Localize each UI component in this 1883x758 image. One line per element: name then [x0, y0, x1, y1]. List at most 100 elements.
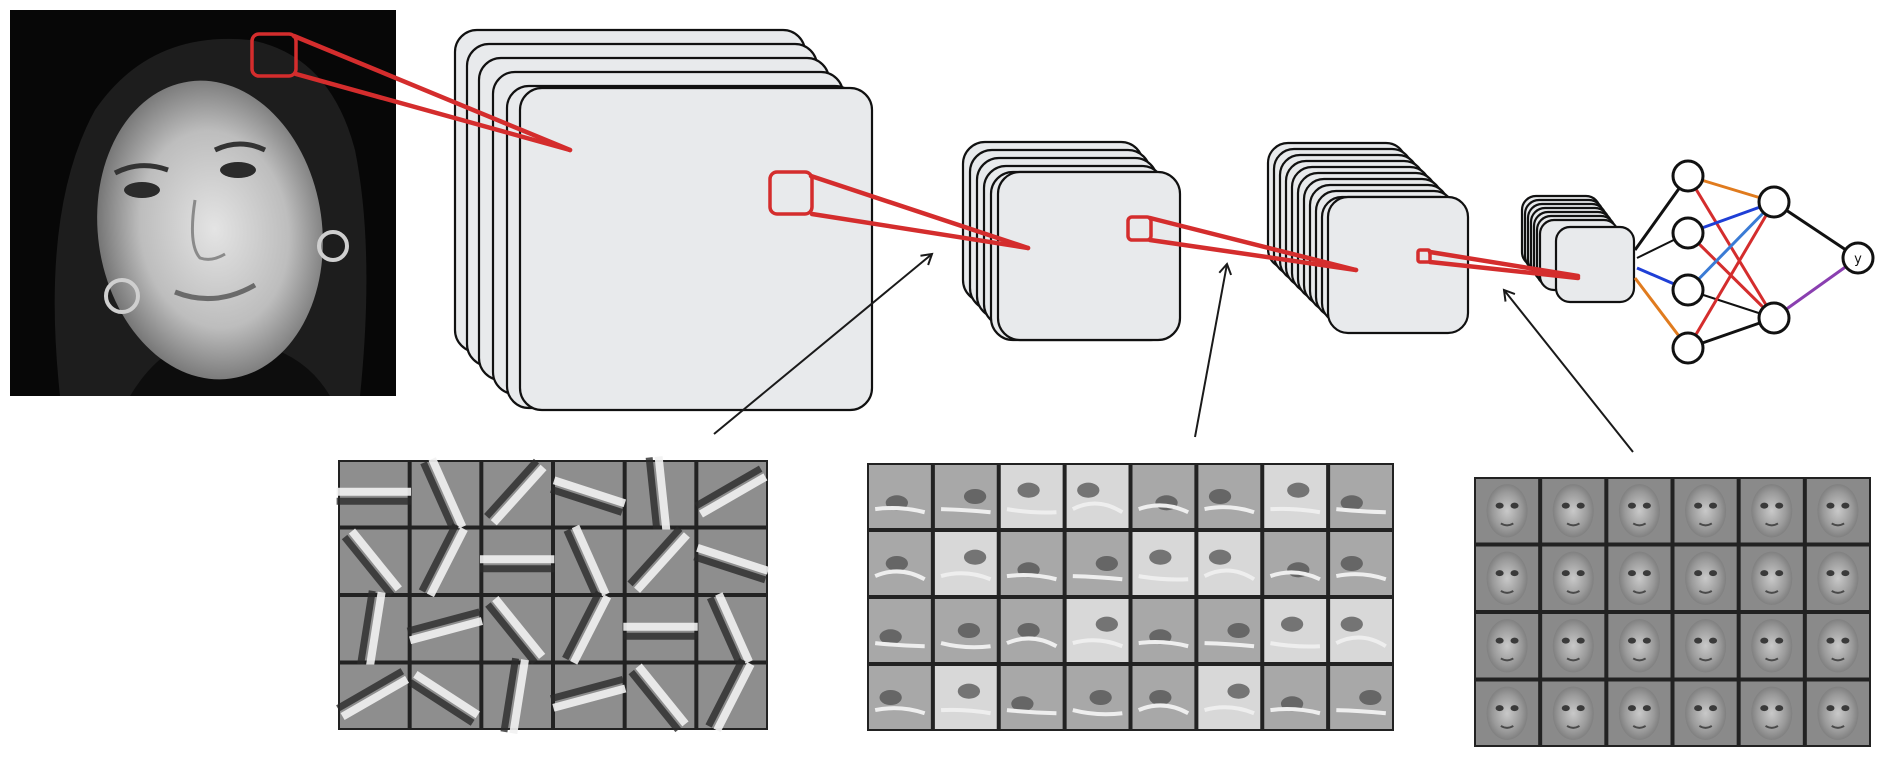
feature-cell	[1806, 479, 1869, 543]
feature-cell	[693, 529, 770, 593]
feature-cell	[483, 596, 551, 665]
feature-cell	[1066, 666, 1129, 729]
projection-line	[808, 173, 1031, 251]
feature-map-stack-1	[453, 28, 874, 412]
feature-cell	[1608, 614, 1671, 678]
feature-cell	[408, 664, 480, 728]
feature-cell	[1132, 532, 1195, 595]
receptive-field-box-2	[1126, 215, 1153, 242]
projection-line	[1427, 259, 1581, 281]
feature-cell	[1000, 599, 1063, 662]
feature-cell	[1608, 546, 1671, 610]
feature-cell	[1674, 546, 1737, 610]
feature-cell	[483, 458, 551, 526]
feature-cell	[698, 658, 766, 733]
feature-cell	[1542, 681, 1605, 745]
projection-line	[291, 33, 573, 153]
arrow-to-layer-2	[1194, 262, 1233, 438]
output-neuron	[1841, 241, 1875, 275]
feature-cell	[336, 462, 412, 526]
feature-cell	[934, 532, 997, 595]
hidden-neuron	[1757, 185, 1791, 219]
feature-cell	[698, 592, 766, 668]
feature-cell	[1066, 465, 1129, 528]
feature-cell	[340, 528, 408, 598]
feature-cell	[869, 532, 931, 595]
feature-cell	[623, 597, 698, 661]
feature-cell	[1000, 465, 1063, 528]
feature-cell	[340, 590, 408, 667]
feature-cell	[1264, 599, 1327, 662]
feature-cell	[411, 523, 480, 598]
feature-cell	[1198, 532, 1261, 595]
arrow-to-layer-1	[713, 252, 934, 435]
output-label: y	[1854, 252, 1862, 267]
feature-cell	[1000, 532, 1063, 595]
feature-cell	[1740, 546, 1803, 610]
feature-cell	[1476, 479, 1539, 543]
feature-cell	[483, 657, 551, 734]
receptive-field-box-1	[768, 170, 814, 216]
feature-map-stack-2	[961, 140, 1182, 342]
hidden-neuron	[1757, 301, 1791, 335]
high-level-features-panel	[1474, 477, 1871, 747]
feature-cell	[1542, 546, 1605, 610]
projection-line	[1147, 237, 1359, 273]
receptive-field-box-3	[1416, 248, 1432, 264]
feature-cell	[1198, 666, 1261, 729]
input-neuron	[1671, 331, 1705, 365]
feature-cell	[1330, 465, 1392, 528]
feature-cell	[934, 599, 997, 662]
feature-cell	[1066, 532, 1129, 595]
projection-line	[1147, 215, 1359, 273]
feature-cell	[1330, 666, 1392, 729]
feature-cell	[934, 465, 997, 528]
feature-cell	[869, 666, 931, 729]
low-level-features-panel	[336, 456, 770, 734]
feature-cell	[555, 524, 623, 600]
feature-cell	[934, 666, 997, 729]
projection-line	[809, 211, 1031, 251]
feature-cell	[336, 664, 410, 728]
feature-cell	[1542, 479, 1605, 543]
feature-cell	[626, 663, 695, 733]
feature-cell	[1198, 465, 1261, 528]
feature-cell	[1264, 666, 1327, 729]
input-photo	[10, 10, 396, 396]
arrow-to-layer-3	[1502, 288, 1634, 453]
feature-cell	[1674, 681, 1737, 745]
feature-cell	[626, 526, 695, 593]
feature-cell	[869, 465, 931, 528]
feature-cell	[1264, 532, 1327, 595]
feature-map-stack-4	[1520, 194, 1636, 304]
feature-cell	[1476, 681, 1539, 745]
feature-cell	[869, 599, 931, 662]
feature-cell	[1132, 599, 1195, 662]
feature-cell	[1674, 479, 1737, 543]
feature-cell	[1740, 614, 1803, 678]
receptive-field-box-input	[250, 32, 298, 78]
feature-cell	[1806, 614, 1869, 678]
input-neuron	[1671, 216, 1705, 250]
feature-cell	[1740, 479, 1803, 543]
feature-cell	[1608, 479, 1671, 543]
feature-cell	[411, 457, 480, 533]
feature-cell	[406, 597, 484, 661]
feature-map-stack-3	[1266, 141, 1470, 335]
feature-cell	[1476, 614, 1539, 678]
feature-cell	[1806, 546, 1869, 610]
feature-cell	[626, 456, 695, 532]
feature-cell	[1740, 681, 1803, 745]
projection-line	[293, 71, 573, 153]
feature-cell	[1330, 599, 1392, 662]
feature-cell	[694, 462, 768, 526]
projection-line	[1427, 249, 1581, 279]
feature-cell	[1674, 614, 1737, 678]
input-neuron	[1671, 273, 1705, 307]
feature-cell	[1066, 599, 1129, 662]
fully-connected-network: y	[1633, 159, 1875, 365]
feature-cell	[1476, 546, 1539, 610]
feature-cell	[550, 664, 627, 728]
feature-cell	[1542, 614, 1605, 678]
